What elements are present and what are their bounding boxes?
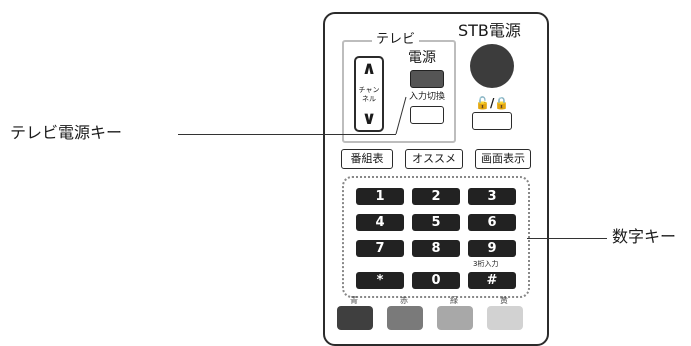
hash-key[interactable]: # — [468, 272, 516, 289]
stb-power-label: STB電源 — [458, 21, 521, 40]
red-key-label: 赤 — [400, 296, 408, 305]
number-key-group: 1 2 3 4 5 6 7 8 9 * 0 # — [342, 176, 530, 298]
three-digit-input-label: 3桁入力 — [473, 260, 499, 268]
yellow-key-label: 黄 — [500, 296, 508, 305]
number-keys-leader-line — [527, 238, 607, 239]
number-key-4[interactable]: 4 — [356, 214, 404, 231]
number-key-0[interactable]: 0 — [412, 272, 460, 289]
tv-power-callout: テレビ電源キー — [10, 123, 123, 142]
number-key-1[interactable]: 1 — [356, 188, 404, 205]
input-switch-button[interactable] — [410, 106, 444, 124]
channel-rocker: ∧ チャンネル ∨ — [354, 56, 384, 132]
number-key-9[interactable]: 9 — [468, 240, 516, 257]
channel-down-button[interactable]: ∨ — [361, 108, 377, 129]
program-guide-button[interactable]: 番組表 — [341, 149, 393, 169]
tv-power-label: 電源 — [408, 50, 436, 66]
green-key-label: 緑 — [450, 296, 458, 305]
number-key-7[interactable]: 7 — [356, 240, 404, 257]
remote-control: テレビ ∧ チャンネル ∨ 電源 入力切換 STB電源 🔓/🔒 番組表 オススメ… — [323, 12, 549, 346]
tv-power-leader-line — [178, 134, 396, 135]
tv-power-button[interactable] — [410, 70, 444, 88]
number-key-8[interactable]: 8 — [412, 240, 460, 257]
number-keys-callout: 数字キー — [612, 227, 677, 246]
lock-label: 🔓/🔒 — [475, 96, 510, 110]
number-key-2[interactable]: 2 — [412, 188, 460, 205]
input-switch-label: 入力切換 — [409, 92, 446, 102]
tv-power-leader-diagonal — [395, 96, 407, 135]
asterisk-key[interactable]: * — [356, 272, 404, 289]
recommend-button[interactable]: オススメ — [405, 149, 463, 169]
display-button[interactable]: 画面表示 — [475, 149, 531, 169]
channel-label: チャンネル — [358, 86, 380, 103]
blue-key-label: 青 — [350, 296, 358, 305]
number-key-6[interactable]: 6 — [468, 214, 516, 231]
channel-up-button[interactable]: ∧ — [361, 58, 377, 79]
tv-control-group: テレビ ∧ チャンネル ∨ 電源 入力切換 — [342, 32, 456, 143]
stb-power-button[interactable] — [470, 44, 514, 88]
number-key-5[interactable]: 5 — [412, 214, 460, 231]
tv-group-label: テレビ — [372, 32, 420, 48]
number-key-3[interactable]: 3 — [468, 188, 516, 205]
lock-button[interactable] — [472, 112, 512, 130]
